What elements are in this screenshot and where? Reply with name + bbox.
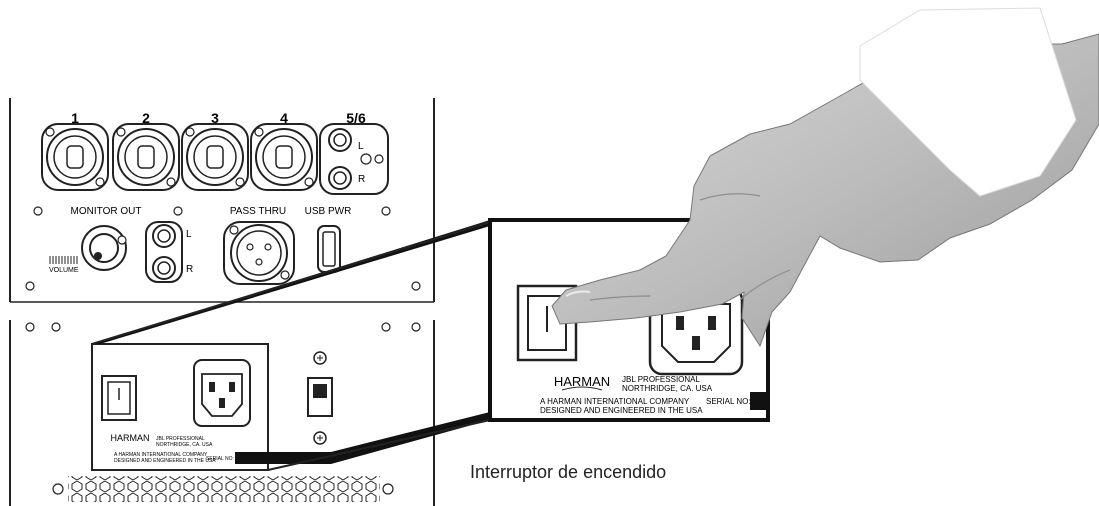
rca-input-56[interactable]: L R	[319, 123, 389, 195]
small-plate-tagline-2: DESIGNED AND ENGINEERED IN THE USA	[114, 458, 216, 464]
grille-screw-left	[52, 483, 64, 495]
plate-brand: HARMAN	[554, 374, 610, 389]
combo-jack-2[interactable]	[112, 123, 180, 191]
plate-serial-label: SERIAL NO:	[706, 397, 751, 406]
pass-thru-xlr[interactable]	[223, 221, 295, 285]
small-plate-company-1: JBL PROFESSIONAL	[156, 436, 205, 442]
small-plate-brand: HARMAN	[110, 433, 149, 443]
hand-pressing-switch	[551, 7, 1099, 348]
grille-screw-right	[382, 483, 394, 495]
rca-56-left-label: L	[358, 141, 364, 152]
usb-port[interactable]	[317, 225, 341, 273]
serial-label-bar	[235, 452, 331, 464]
small-plate-tagline-1: A HARMAN INTERNATIONAL COMPANY	[114, 452, 208, 458]
combo-jack-3[interactable]	[181, 123, 249, 191]
small-iec-inlet[interactable]	[193, 359, 251, 427]
input-3-label: 3	[211, 110, 219, 126]
power-panel: HARMAN JBL PROFESSIONAL NORTHRIDGE, CA. …	[9, 320, 435, 506]
plate-serial-tag	[750, 392, 766, 410]
plate-company-2: NORTHRIDGE, CA. USA	[622, 384, 713, 393]
rca-56-right-label: R	[358, 174, 365, 185]
input-4-label: 4	[280, 110, 288, 126]
monitor-out-label: MONITOR OUT	[71, 206, 142, 217]
small-power-switch[interactable]	[101, 375, 137, 421]
plate-tagline-1: A HARMAN INTERNATIONAL COMPANY	[540, 397, 690, 406]
small-plate-company-2: NORTHRIDGE, CA. USA	[156, 442, 213, 448]
plate-company-1: JBL PROFESSIONAL	[622, 375, 701, 384]
vent-grille	[68, 476, 380, 502]
combo-jack-1[interactable]	[41, 123, 109, 191]
combo-jack-4[interactable]	[250, 123, 318, 191]
input-panel: 1 2 3 4 5/6	[9, 98, 435, 303]
zoom-connector-lines	[91, 220, 491, 471]
small-plate-serial: SERIAL NO:	[206, 456, 234, 462]
volume-label: VOLUME	[49, 267, 79, 274]
monitor-right-label: R	[186, 264, 193, 275]
usb-pwr-label: USB PWR	[305, 206, 352, 217]
pass-thru-label: PASS THRU	[230, 206, 286, 217]
input-1-label: 1	[71, 110, 79, 126]
monitor-left-label: L	[186, 229, 192, 240]
input-56-label: 5/6	[346, 110, 366, 126]
volume-knob[interactable]: VOLUME	[49, 225, 127, 274]
monitor-out-rca[interactable]: L R	[145, 221, 193, 283]
plate-tagline-2: DESIGNED AND ENGINEERED IN THE USA	[540, 406, 703, 415]
input-2-label: 2	[142, 110, 150, 126]
power-switch-caption: Interruptor de encendido	[470, 462, 667, 482]
voltage-selector[interactable]	[307, 377, 333, 417]
